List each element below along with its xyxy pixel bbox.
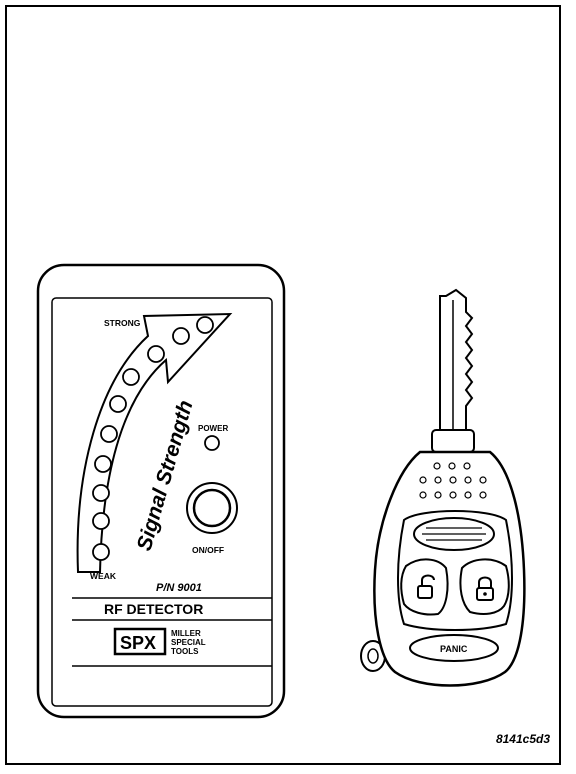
maker-line-1: MILLER [171, 629, 201, 638]
trunk-button[interactable] [413, 517, 495, 551]
signal-led [92, 484, 110, 502]
power-button-icon[interactable] [186, 482, 238, 534]
unlock-button[interactable] [400, 558, 449, 616]
signal-led-bar [92, 316, 214, 561]
power-label: POWER [198, 424, 228, 433]
onoff-label: ON/OFF [192, 545, 224, 555]
brand-logo-box [113, 627, 167, 656]
maker-line-3: TOOLS [171, 647, 199, 656]
detector-title: RF DETECTOR [104, 601, 203, 617]
signal-led [196, 316, 214, 334]
signal-led [92, 512, 110, 530]
panic-button[interactable] [409, 634, 499, 662]
signal-led [92, 543, 110, 561]
figure-code: 8141c5d3 [495, 732, 550, 746]
maker-line-2: SPECIAL [171, 638, 206, 647]
weak-label: WEAK [90, 571, 117, 581]
signal-led [172, 327, 190, 345]
signal-led [109, 395, 127, 413]
rf-detector: STRONG WEAK Signal Strength POWER ON/OFF… [36, 263, 286, 719]
figure-frame [5, 5, 561, 765]
brand-logo: SPX [120, 633, 156, 653]
part-number: P/N 9001 [156, 582, 202, 594]
fob-dots [419, 462, 487, 499]
key-blade [439, 288, 474, 435]
key-fob: PANIC [360, 288, 526, 687]
signal-led [147, 345, 165, 363]
power-led-icon [204, 435, 220, 451]
signal-led [122, 368, 140, 386]
strong-label: STRONG [104, 318, 141, 328]
lock-open-icon [417, 574, 435, 599]
signal-led [100, 425, 118, 443]
signal-led [94, 455, 112, 473]
panic-label: PANIC [440, 644, 468, 654]
lock-button[interactable] [459, 558, 510, 615]
lock-closed-icon [476, 576, 494, 601]
